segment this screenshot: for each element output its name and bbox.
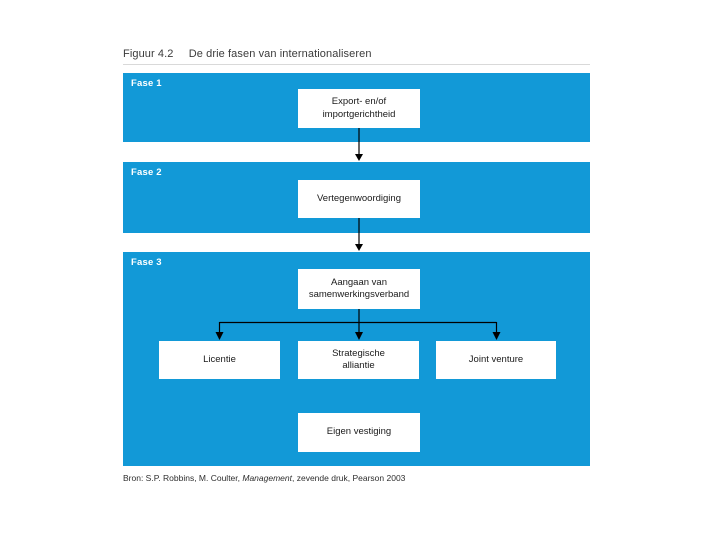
node-joint-venture-label: Joint venture xyxy=(468,353,524,365)
phase3-label: Fase 3 xyxy=(131,257,162,268)
node-samenwerkingsverband-line2: samenwerkingsverband xyxy=(308,289,410,300)
node-strategische-alliantie: Strategische alliantie xyxy=(298,341,419,379)
node-vertegenwoordiging-label: Vertegenwoordiging xyxy=(317,192,401,204)
node-strategische-alliantie-line1: Strategische xyxy=(332,347,385,359)
arrow-down-icon xyxy=(355,154,363,161)
figure-caption: De drie fasen van internationaliseren xyxy=(188,48,372,60)
figure-title: Figuur 4.2 De drie fasen van internation… xyxy=(123,48,372,60)
node-joint-venture: Joint venture xyxy=(436,341,556,379)
title-divider xyxy=(123,64,590,65)
node-licentie: Licentie xyxy=(159,341,280,379)
phase1-label: Fase 1 xyxy=(131,78,162,89)
node-samenwerkingsverband-line1: Aangaan van xyxy=(331,276,387,288)
phase2-label: Fase 2 xyxy=(131,167,162,178)
source-prefix: Bron: S.P. Robbins, M. Coulter, xyxy=(123,473,243,483)
node-samenwerkingsverband: Aangaan van samenwerkingsverband xyxy=(298,269,420,309)
node-export-import-line2: importgerichtheid xyxy=(322,108,396,120)
arrow-down-icon xyxy=(355,244,363,251)
source-suffix: , zevende druk, Pearson 2003 xyxy=(292,473,406,483)
node-eigen-vestiging-label: Eigen vestiging xyxy=(326,426,392,438)
node-strategische-alliantie-line2: alliantie xyxy=(342,360,375,371)
source-italic-title: Management xyxy=(242,473,292,483)
node-export-import-line1: Export- en/of xyxy=(331,96,387,108)
figure-number: Figuur 4.2 xyxy=(123,48,174,60)
node-vertegenwoordiging: Vertegenwoordiging xyxy=(298,180,420,218)
node-licentie-label: Licentie xyxy=(203,353,236,365)
source-attribution: Bron: S.P. Robbins, M. Coulter, Manageme… xyxy=(123,473,405,483)
node-export-import: Export- en/of importgerichtheid xyxy=(298,89,420,128)
node-eigen-vestiging: Eigen vestiging xyxy=(298,413,420,452)
